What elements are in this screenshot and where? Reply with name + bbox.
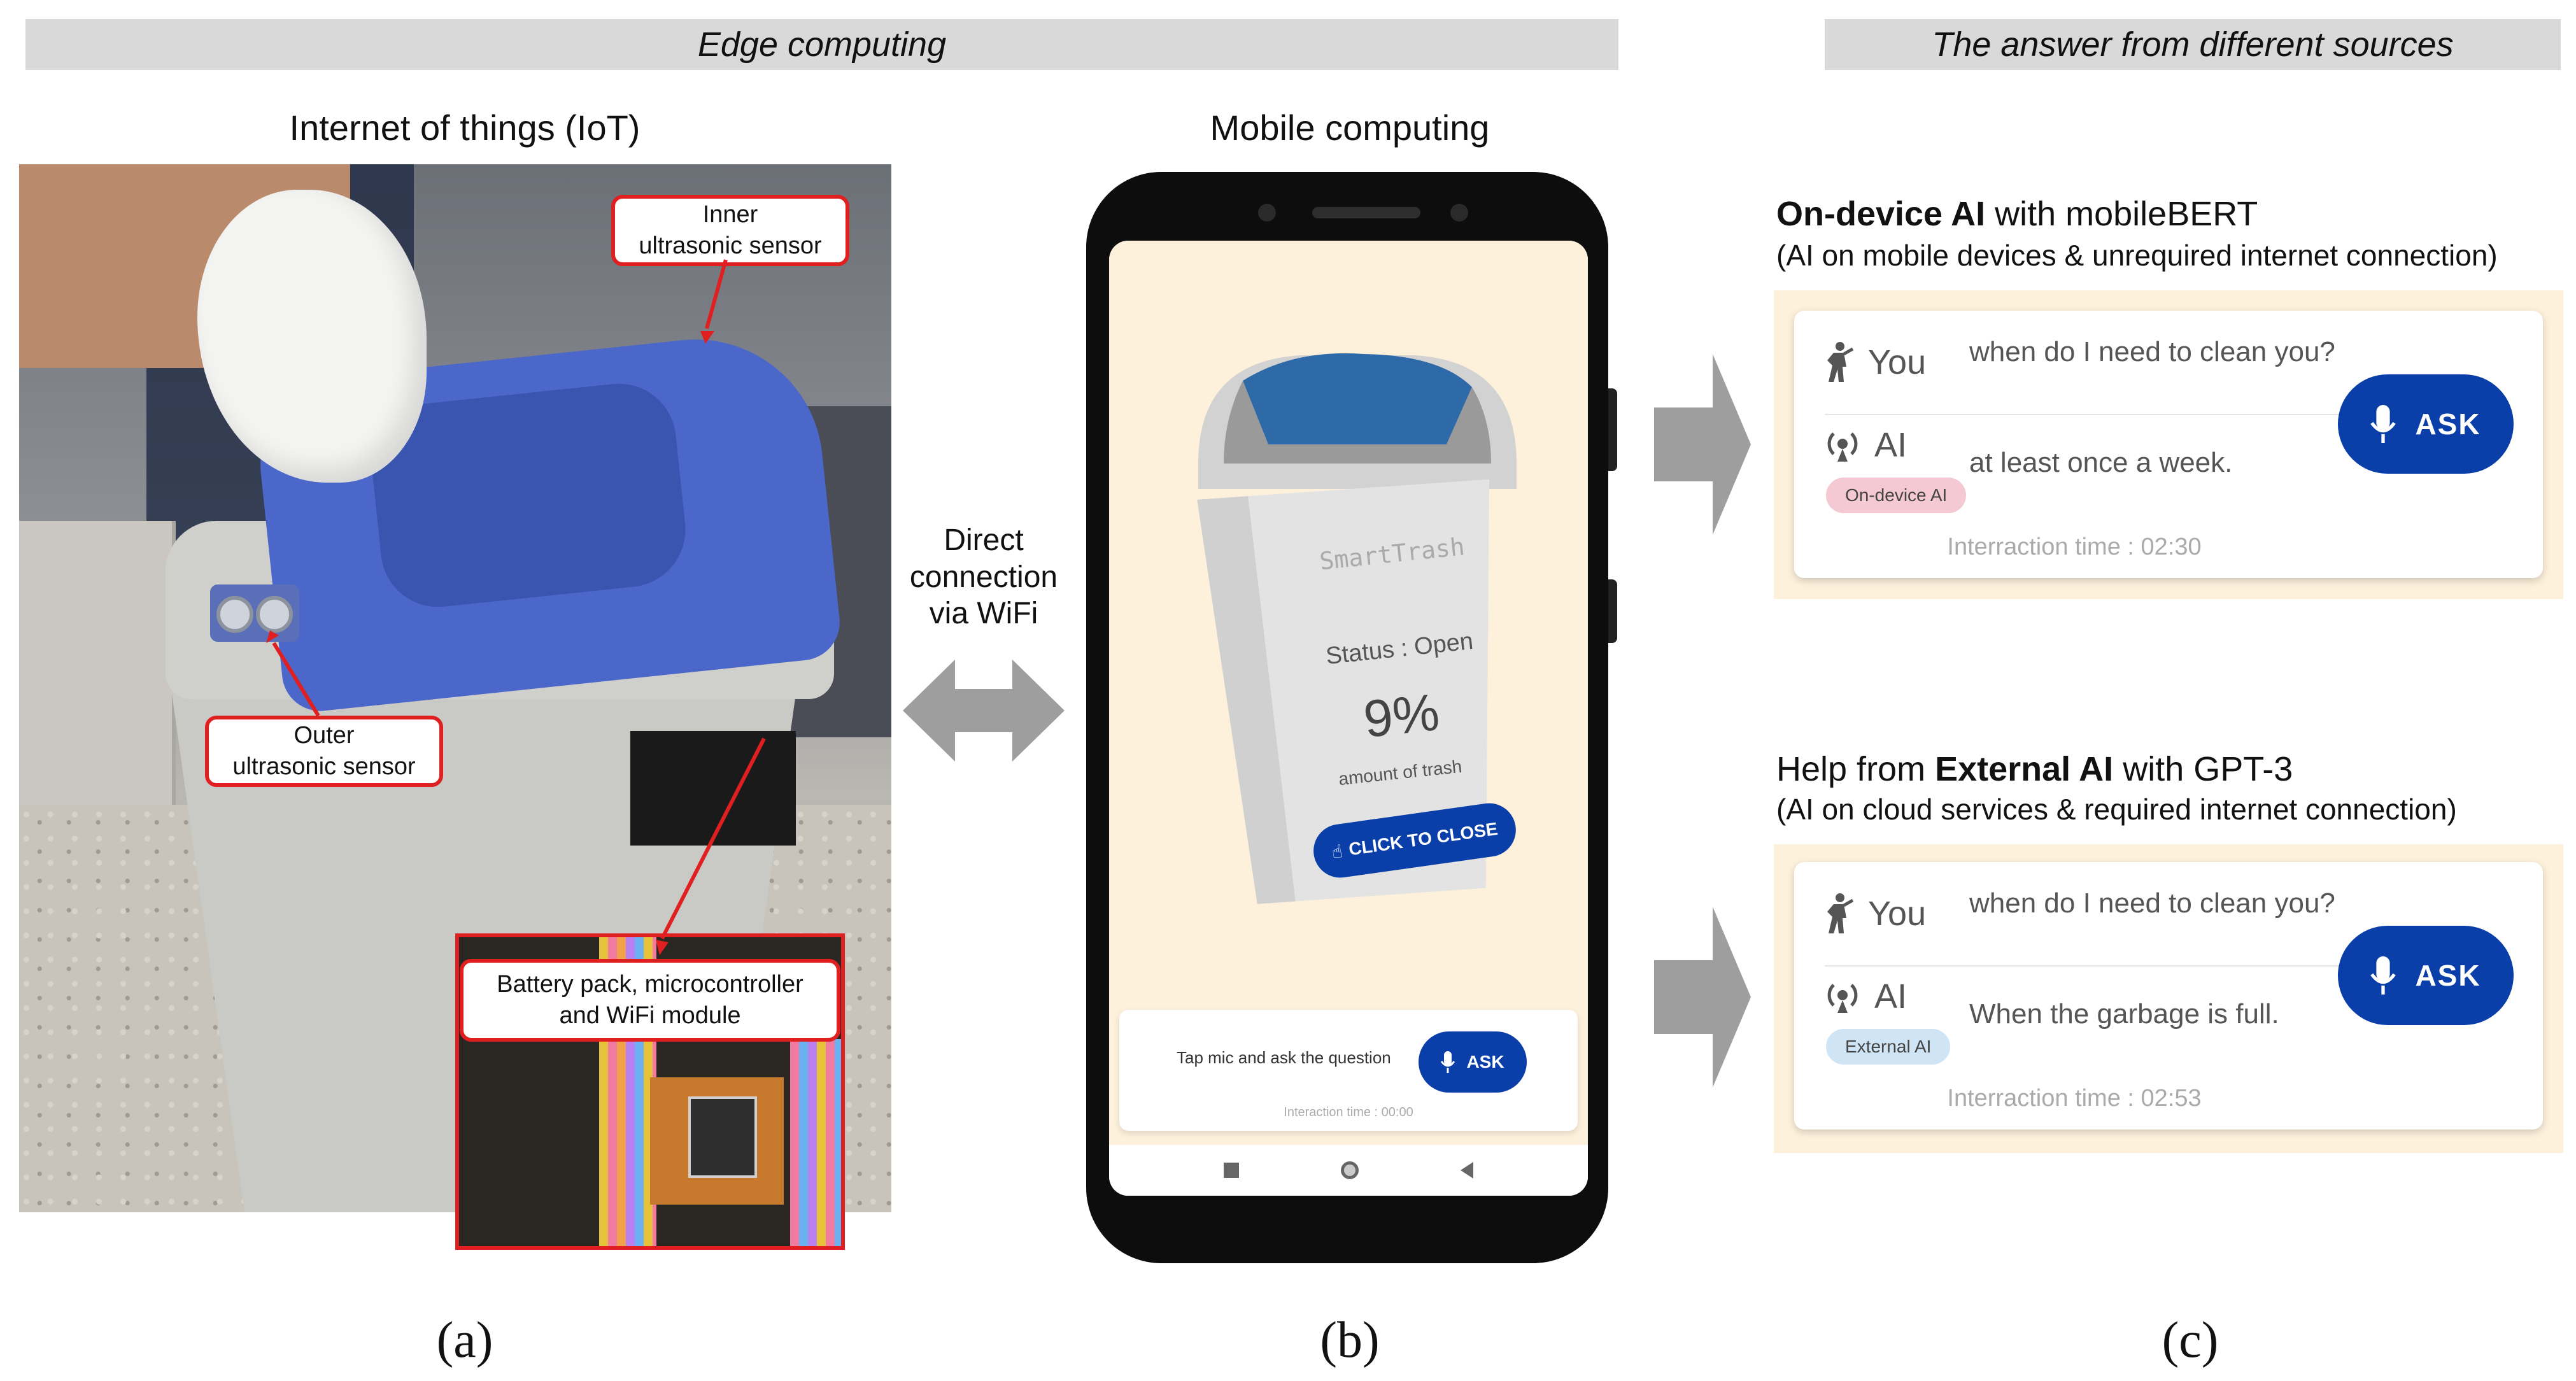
edge-computing-title: Edge computing <box>697 25 947 64</box>
arrow-to-on-device <box>1654 354 1751 535</box>
inner-sensor-pointer <box>705 259 728 329</box>
subfigure-label-c: (c) <box>2162 1312 2219 1368</box>
phone-screen: SmartTrash Status : Open 9% amount of tr… <box>1109 241 1588 1196</box>
ask-prompt-text: Tap mic and ask the question <box>1177 1048 1391 1067</box>
external-ask-button[interactable]: ASK <box>2338 926 2514 1025</box>
iot-heading: Internet of things (IoT) <box>289 108 640 148</box>
external-section-title: Help from External AI with GPT-3 <box>1776 749 2293 790</box>
wifi-double-arrow <box>903 660 1065 761</box>
phone-interaction-time: Interaction time : 00:00 <box>1284 1105 1413 1119</box>
on-device-ai-row: AI <box>1825 425 1907 465</box>
on-device-badge: On-device AI <box>1826 478 1967 513</box>
phone-ask-label: ASK <box>1466 1052 1504 1072</box>
external-title-pre: Help from <box>1776 750 1936 788</box>
external-ai-row: AI <box>1825 977 1907 1016</box>
outer-sensor-pointer <box>272 642 320 717</box>
external-you-row: You <box>1825 893 1926 935</box>
on-device-ask-button[interactable]: ASK <box>2338 374 2514 474</box>
external-question: when do I need to clean you? <box>1969 888 2335 919</box>
outer-sensor-callout: Outer ultrasonic sensor <box>205 716 443 787</box>
smartphone: SmartTrash Status : Open 9% amount of tr… <box>1086 172 1617 1263</box>
battery-label-1: Battery pack, microcontroller <box>497 970 803 998</box>
subfigure-label-b: (b) <box>1320 1312 1380 1368</box>
smart-trash-can-illustration <box>1197 353 1517 904</box>
battery-label-2: and WiFi module <box>559 1002 741 1029</box>
outer-ultrasonic-sensor-icon <box>210 584 299 642</box>
wifi-label-1: Direct <box>944 523 1024 557</box>
outer-sensor-label-1: Outer <box>294 721 355 749</box>
outer-sensor-label-2: ultrasonic sensor <box>232 753 416 780</box>
tissue <box>197 190 427 483</box>
external-divider <box>1825 965 2360 967</box>
edge-computing-banner: Edge computing <box>25 19 1618 70</box>
on-device-answer: at least once a week. <box>1969 447 2233 478</box>
inner-sensor-callout: Inner ultrasonic sensor <box>611 195 849 266</box>
home-icon[interactable] <box>1341 1161 1359 1179</box>
arrow-to-external <box>1654 907 1751 1087</box>
external-note: (AI on cloud services & required interne… <box>1776 793 2457 826</box>
subfigure-label-a: (a) <box>436 1312 493 1368</box>
answers-title: The answer from different sources <box>1932 25 2454 64</box>
phone-ask-button[interactable]: ASK <box>1419 1031 1527 1093</box>
person-icon <box>1827 342 1854 382</box>
mobile-heading: Mobile computing <box>1210 108 1490 148</box>
recent-apps-icon[interactable] <box>1224 1163 1239 1178</box>
external-ai-label: AI <box>1874 977 1907 1016</box>
external-ask-label: ASK <box>2415 959 2481 992</box>
external-you-label: You <box>1868 895 1927 933</box>
microphone-icon <box>2370 956 2396 995</box>
microphone-icon <box>2370 405 2396 443</box>
battery-callout: Battery pack, microcontroller and WiFi m… <box>460 959 840 1042</box>
battery-pointer <box>660 737 766 940</box>
on-device-you-row: You <box>1825 341 1926 383</box>
iot-trash-bin-photo <box>19 164 891 1212</box>
external-title-rest: with GPT-3 <box>2113 750 2293 788</box>
external-title-bold: External AI <box>1935 750 2114 788</box>
electronics-module <box>630 731 796 846</box>
on-device-divider <box>1825 414 2360 415</box>
wifi-label-2: connection <box>909 560 1058 594</box>
person-icon <box>1827 893 1854 933</box>
answers-banner: The answer from different sources <box>1825 19 2561 70</box>
on-device-note: (AI on mobile devices & unrequired inter… <box>1776 239 2498 272</box>
back-icon[interactable] <box>1461 1162 1473 1179</box>
android-nav-bar <box>1109 1145 1588 1196</box>
ai-assistant-icon <box>1827 984 1858 1013</box>
inner-sensor-label-2: ultrasonic sensor <box>639 232 822 259</box>
on-device-interaction-time: Interraction time : 02:30 <box>1947 534 2202 560</box>
ai-assistant-icon <box>1827 432 1858 462</box>
on-device-title-bold: On-device AI <box>1776 195 1986 233</box>
on-device-you-label: You <box>1868 343 1927 381</box>
external-interaction-time: Interraction time : 02:53 <box>1947 1085 2202 1112</box>
external-chat-card: You when do I need to clean you? AI When… <box>1794 862 2543 1130</box>
wifi-label-3: via WiFi <box>929 597 1038 631</box>
inner-sensor-label-1: Inner <box>702 201 758 228</box>
phone-ask-card: Tap mic and ask the question ASK Interac… <box>1119 1010 1578 1131</box>
external-badge: External AI <box>1826 1029 1951 1065</box>
on-device-question: when do I need to clean you? <box>1969 336 2335 367</box>
on-device-chat-card: You when do I need to clean you? AI at l… <box>1794 311 2543 578</box>
wifi-connection-label: Direct connection via WiFi <box>891 522 1076 632</box>
smarttrash-app: SmartTrash Status : Open 9% amount of tr… <box>1109 241 1588 1145</box>
external-answer: When the garbage is full. <box>1969 998 2279 1030</box>
microphone-icon <box>1441 1051 1455 1073</box>
on-device-title-rest: with mobileBERT <box>1985 195 2258 233</box>
on-device-section-title: On-device AI with mobileBERT <box>1776 194 2258 235</box>
on-device-ai-label: AI <box>1874 426 1907 464</box>
on-device-ask-label: ASK <box>2415 407 2481 441</box>
